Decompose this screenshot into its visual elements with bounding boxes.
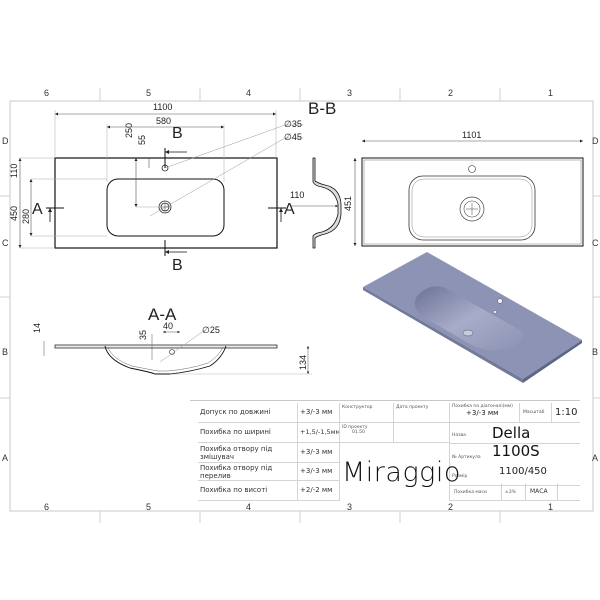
brand-cell xyxy=(340,443,450,501)
column-label: 3 xyxy=(347,88,353,98)
title-block: Допуск по довжині +3/-3 мм Похибка по ши… xyxy=(190,400,580,501)
dim-depth-total: 450 xyxy=(9,205,19,221)
column-label: 6 xyxy=(44,88,50,98)
column-label: 3 xyxy=(347,502,353,512)
column-label: 1 xyxy=(548,88,554,98)
dim-overflow-height: 35 xyxy=(138,329,148,340)
sink-3d-render xyxy=(363,252,582,383)
tolerance-label: Допуск по довжині xyxy=(198,403,298,423)
scale-value: 1:10 xyxy=(552,403,580,423)
row-label: A xyxy=(592,453,599,463)
diagonal-tolerance-cell: Похибка по діагоналі(мм) +3/-3 мм xyxy=(450,403,520,423)
column-label: 6 xyxy=(44,502,50,512)
tolerance-value: +2/-2 мм xyxy=(298,481,340,501)
dim-plan-depth: 451 xyxy=(343,195,353,211)
row-label: A xyxy=(2,453,9,463)
drawing-frame xyxy=(0,88,600,523)
dim-total-height: 134 xyxy=(298,354,308,370)
column-label: 2 xyxy=(448,502,454,512)
brand-logo: Miraggio xyxy=(342,457,461,488)
project-id-value: 01.50 xyxy=(352,430,365,435)
dim-tap-offset: 55 xyxy=(137,134,147,145)
dim-drain-diameter: ∅45 xyxy=(284,132,302,142)
column-label: 4 xyxy=(246,502,252,512)
project-id-label: ID проекту 01.50 xyxy=(340,423,394,443)
product-name: Della 1100S xyxy=(492,424,540,460)
column-label: 4 xyxy=(246,88,252,98)
diagonal-tolerance-value: +3/-3 мм xyxy=(466,409,499,417)
scale-label: Масштаб xyxy=(520,403,552,423)
dim-bb-bowl-depth: 110 xyxy=(290,190,305,200)
dim-front-to-bowl: 110 xyxy=(9,163,19,178)
size-label: Розмір xyxy=(450,463,580,486)
dim-overflow-width: 40 xyxy=(163,321,174,331)
column-label: 5 xyxy=(146,502,152,512)
mass-value xyxy=(558,483,580,501)
size-value: 1100/450 xyxy=(499,466,547,477)
tolerance-label: Похибка по ширині xyxy=(198,423,298,443)
project-id-label-text: ID проекту xyxy=(342,425,368,430)
tolerance-value: +3/-3 мм xyxy=(298,443,340,463)
dim-overall-length: 1100 xyxy=(153,102,173,112)
dim-slab-thickness: 14 xyxy=(32,322,42,333)
tolerance-value: +3/-3 мм xyxy=(298,403,340,423)
dim-bowl-length: 580 xyxy=(156,116,172,126)
name-label: Назва xyxy=(450,423,580,444)
section-a-marker-left: A xyxy=(32,201,43,218)
tolerance-label: Похибка по висоті xyxy=(198,481,298,501)
top-view xyxy=(18,110,303,256)
dim-overflow-diameter: ∅25 xyxy=(202,325,220,335)
dim-tap-hole-diameter: ∅35 xyxy=(284,119,302,129)
date-label: Дата проекту xyxy=(394,403,450,423)
designer-label: Конструктор xyxy=(340,403,394,423)
column-label: 5 xyxy=(146,88,152,98)
section-b-marker-bottom: B xyxy=(172,257,183,274)
mass-tolerance-label: Похибка маси xyxy=(450,483,502,501)
section-aa-title: A-A xyxy=(148,305,177,324)
section-bb-title: B-B xyxy=(308,99,337,118)
row-label: C xyxy=(592,238,599,248)
tolerance-label: Похибка отвору під змішувач xyxy=(198,443,298,463)
dim-bowl-depth: 280 xyxy=(21,208,31,224)
section-bb-view xyxy=(290,157,342,249)
section-a-marker-right: A xyxy=(284,201,295,218)
date-value xyxy=(394,423,450,443)
column-label: 1 xyxy=(548,502,554,512)
row-label: B xyxy=(592,347,599,357)
article-label: № Артикула xyxy=(452,455,481,460)
diagonal-tolerance-label: Похибка по діагоналі(мм) xyxy=(452,404,513,409)
row-label: D xyxy=(592,136,599,146)
row-label: C xyxy=(2,238,9,248)
section-aa-view xyxy=(43,329,312,375)
section-b-marker-top: B xyxy=(172,125,183,142)
mass-label: МАСА xyxy=(526,483,558,501)
mass-tolerance-value: ±3% xyxy=(502,483,526,501)
row-label: D xyxy=(2,136,9,146)
column-label: 2 xyxy=(448,88,454,98)
tolerance-value: +3/-3 мм xyxy=(298,463,340,481)
tolerance-value: +1,5/-1,5мм xyxy=(298,423,340,443)
dim-drain-offset: 250 xyxy=(124,122,134,138)
dim-plan-length: 1101 xyxy=(462,130,482,140)
tolerance-label: Похибка отвору під перелив xyxy=(198,463,298,481)
row-label: B xyxy=(2,347,9,357)
plan-view xyxy=(353,139,584,247)
